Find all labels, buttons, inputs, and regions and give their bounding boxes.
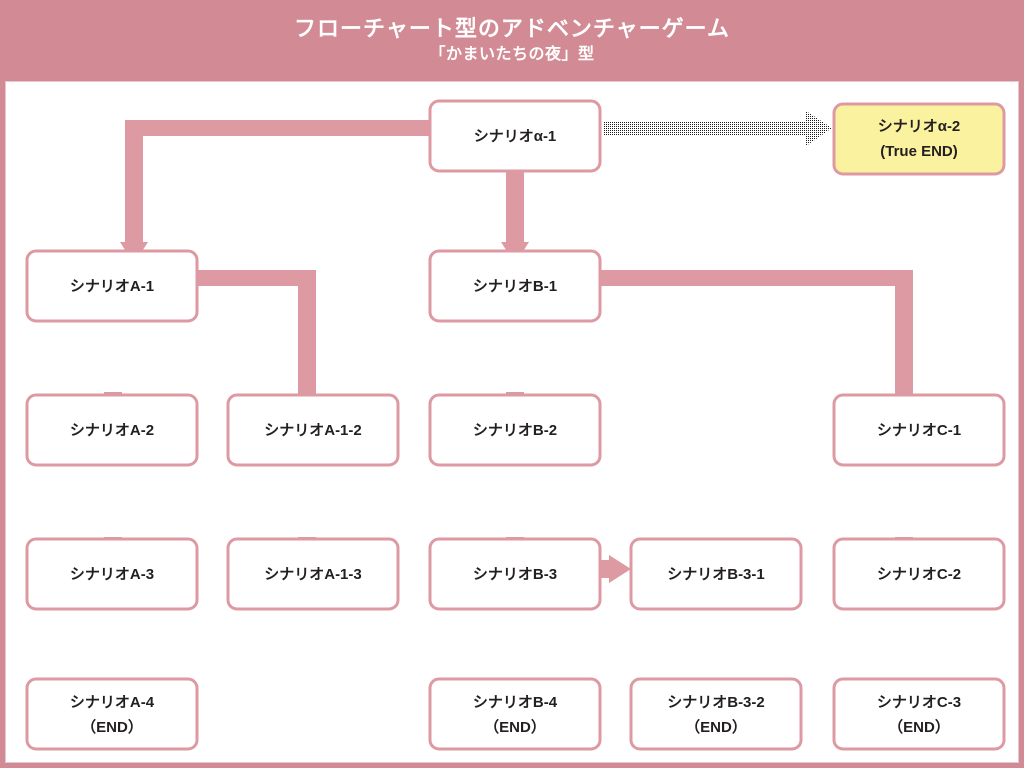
node-b1[interactable]: シナリオB-1 xyxy=(428,249,602,323)
node-b31-line1: シナリオB-3-1 xyxy=(667,566,765,583)
node-a3-line1: シナリオA-3 xyxy=(70,566,154,583)
node-a4[interactable]: シナリオA-4 （END） xyxy=(25,677,199,751)
node-a1[interactable]: シナリオA-1 xyxy=(25,249,199,323)
flowchart-canvas: シナリオα-1 シナリオα-2 (True END) シナリオA-1 シナリオB… xyxy=(5,81,1019,763)
node-a4-line1: シナリオA-4 xyxy=(70,694,155,711)
page-subtitle: 「かまいたちの夜」型 xyxy=(429,46,595,64)
node-a2[interactable]: シナリオA-2 xyxy=(25,393,199,467)
node-b4-line2: （END） xyxy=(484,718,546,736)
node-alpha2-line1: シナリオα-2 xyxy=(878,118,961,135)
edge-alpha1-alpha2-dotted xyxy=(604,111,832,146)
node-c1-line1: シナリオC-1 xyxy=(877,422,961,439)
edge-b3-b31 xyxy=(598,555,631,583)
node-c3[interactable]: シナリオC-3 （END） xyxy=(832,677,1006,751)
node-b3[interactable]: シナリオB-3 xyxy=(428,537,602,611)
node-a12-line1: シナリオA-1-2 xyxy=(264,422,362,439)
node-c3-line1: シナリオC-3 xyxy=(877,694,961,711)
node-a1-line1: シナリオA-1 xyxy=(70,278,154,295)
node-c2[interactable]: シナリオC-2 xyxy=(832,537,1006,611)
node-a12[interactable]: シナリオA-1-2 xyxy=(226,393,400,467)
node-a2-line1: シナリオA-2 xyxy=(70,422,154,439)
edge-alpha1-a1 xyxy=(120,120,431,264)
node-a13[interactable]: シナリオA-1-3 xyxy=(226,537,400,611)
page-title: フローチャート型のアドベンチャーゲーム xyxy=(294,15,730,41)
node-b4-line1: シナリオB-4 xyxy=(473,694,558,711)
node-b32[interactable]: シナリオB-3-2 （END） xyxy=(629,677,803,751)
node-a3[interactable]: シナリオA-3 xyxy=(25,537,199,611)
node-b32-line2: （END） xyxy=(685,718,747,736)
node-b2[interactable]: シナリオB-2 xyxy=(428,393,602,467)
node-a13-line1: シナリオA-1-3 xyxy=(264,566,362,583)
node-alpha2[interactable]: シナリオα-2 (True END) xyxy=(832,102,1006,176)
node-c2-line1: シナリオC-2 xyxy=(877,566,961,583)
node-b2-line1: シナリオB-2 xyxy=(473,422,557,439)
page-header: フローチャート型のアドベンチャーゲーム 「かまいたちの夜」型 xyxy=(0,0,1024,80)
node-b32-line1: シナリオB-3-2 xyxy=(667,694,765,711)
node-c1[interactable]: シナリオC-1 xyxy=(832,393,1006,467)
flowchart-svg: シナリオα-1 シナリオα-2 (True END) シナリオA-1 シナリオB… xyxy=(25,99,1006,751)
node-alpha1[interactable]: シナリオα-1 xyxy=(428,99,602,173)
node-b4[interactable]: シナリオB-4 （END） xyxy=(428,677,602,751)
node-alpha1-line1: シナリオα-1 xyxy=(474,128,557,145)
node-b1-line1: シナリオB-1 xyxy=(473,278,557,295)
node-c3-line2: （END） xyxy=(888,718,950,736)
node-alpha2-line2: (True END) xyxy=(880,143,958,160)
node-b3-line1: シナリオB-3 xyxy=(473,566,557,583)
node-b31[interactable]: シナリオB-3-1 xyxy=(629,537,803,611)
node-a4-line2: （END） xyxy=(81,718,143,736)
